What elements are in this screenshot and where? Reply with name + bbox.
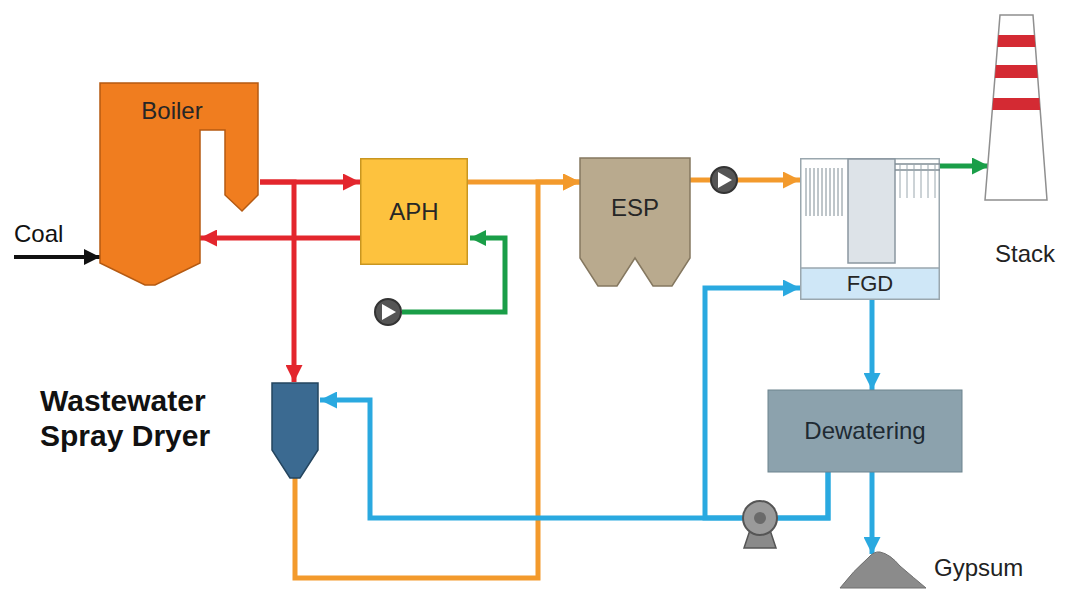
- stack-band: [992, 98, 1040, 110]
- stack-shape: [983, 12, 1067, 274]
- dewatering-outline: [768, 390, 962, 472]
- gypsum-pile: Gypsum: [838, 548, 1038, 592]
- slurry-band: [801, 268, 940, 299]
- outlet-post: [921, 164, 922, 198]
- node-label: Stack: [983, 240, 1067, 268]
- spray-fin: [822, 168, 823, 216]
- spray-fin: [810, 168, 811, 216]
- node-label: Gypsum: [934, 554, 1038, 582]
- spray-fin: [814, 168, 815, 216]
- flow-line: [320, 400, 828, 518]
- pump-body: [743, 501, 777, 535]
- outlet-rail: [895, 169, 940, 171]
- boiler-outline: [100, 83, 258, 285]
- outlet-post: [935, 164, 936, 198]
- stack-band: [995, 65, 1038, 78]
- precipitator-box: ESP: [580, 158, 690, 288]
- spray-fin: [818, 168, 819, 216]
- node-label: Boiler: [120, 97, 224, 125]
- pump-hub: [754, 512, 766, 524]
- gypsum-heap: [840, 552, 926, 588]
- outlet-rail: [895, 163, 940, 165]
- aph-outline: [361, 159, 468, 265]
- flow-line: [870, 300, 875, 390]
- flow-line: [940, 164, 989, 169]
- fgd-outline: [801, 159, 940, 300]
- spray-fin: [806, 168, 807, 216]
- node-label: FGD: [800, 271, 940, 296]
- dewatering-box: Dewatering: [768, 390, 962, 472]
- air-fan-blade: [382, 304, 396, 320]
- spray-fin: [826, 168, 827, 216]
- outlet-post: [900, 164, 901, 198]
- flow-line: [690, 178, 800, 183]
- scrubber-box: FGD: [800, 158, 940, 300]
- boiler-box: Boiler: [100, 83, 260, 287]
- stack-band: [997, 35, 1035, 47]
- flow-line: [200, 236, 360, 241]
- node-label: APH: [360, 198, 468, 226]
- flow-line: [260, 182, 294, 382]
- stack: Stack: [983, 12, 1067, 274]
- coal-feed-arrow: [14, 255, 100, 259]
- node-label: Dewatering: [768, 417, 962, 445]
- dryer-vessel: [272, 383, 318, 478]
- precipitator-box-shape: [580, 158, 690, 288]
- air-fan: [375, 299, 401, 325]
- spray-fin: [842, 168, 843, 216]
- spray-fin: [834, 168, 835, 216]
- outlet-post: [928, 164, 929, 198]
- id-fan: [711, 167, 737, 193]
- absorber-core: [848, 159, 895, 263]
- id-fan-blade: [718, 172, 732, 188]
- outlet-post: [907, 164, 908, 198]
- node-label: Wastewater Spray Dryer: [40, 384, 262, 453]
- spray-fin: [838, 168, 839, 216]
- spray-fin: [830, 168, 831, 216]
- feed-label: Coal: [14, 220, 63, 248]
- spray-dryer: Wastewater Spray Dryer: [40, 380, 322, 480]
- stack-outline: [985, 15, 1047, 200]
- outlet-post: [914, 164, 915, 198]
- air-preheater-box: APH: [360, 158, 468, 265]
- flow-line: [870, 472, 875, 554]
- node-label: ESP: [580, 194, 690, 222]
- esp-outline: [580, 158, 690, 286]
